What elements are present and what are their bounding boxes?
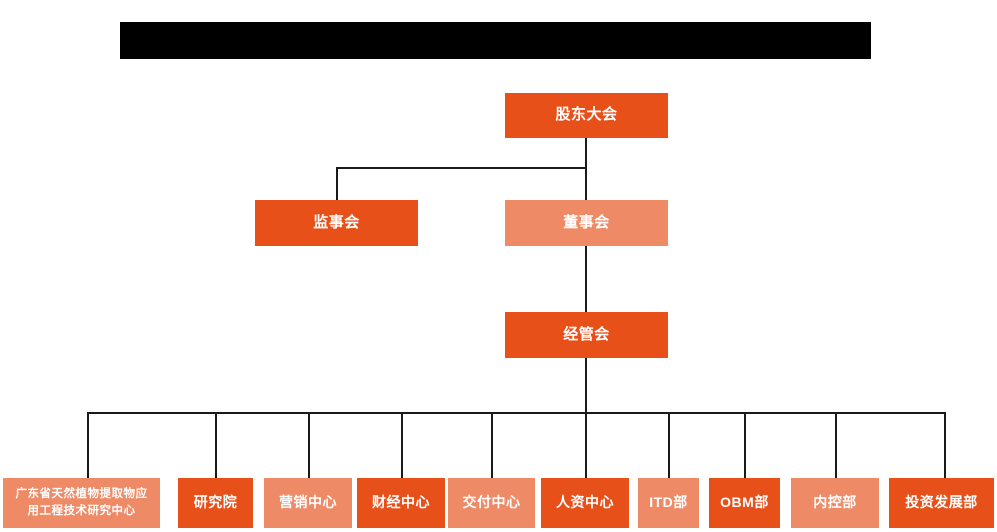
node-shareholders-label: 股东大会 [555, 106, 618, 124]
node-executive-committee[interactable]: 经管会 [505, 312, 668, 358]
connector-drop-delivery [491, 412, 493, 478]
connector-exec-to-bus [585, 358, 587, 413]
node-institute[interactable]: 研究院 [178, 478, 253, 528]
connector-board-to-exec [585, 246, 587, 312]
node-institute-label: 研究院 [193, 494, 238, 511]
node-supervisory-board-label: 监事会 [313, 213, 360, 231]
node-board-of-directors-label: 董事会 [563, 213, 610, 231]
connector-drop-research-center [87, 412, 89, 478]
connector-drop-itd [668, 412, 670, 478]
connector-shareholders-to-board [585, 138, 587, 200]
node-shareholders[interactable]: 股东大会 [505, 93, 668, 138]
connector-drop-hr [585, 412, 587, 478]
connector-shareholders-to-supervisory [336, 167, 338, 200]
node-investment-development-department[interactable]: 投资发展部 [889, 478, 994, 528]
node-obm-department[interactable]: OBM部 [709, 478, 780, 528]
node-delivery-center-label: 交付中心 [462, 494, 521, 511]
node-research-center-label: 广东省天然植物提取物应 用工程技术研究中心 [15, 488, 148, 517]
connector-drop-institute [215, 412, 217, 478]
node-research-center[interactable]: 广东省天然植物提取物应 用工程技术研究中心 [3, 478, 160, 528]
node-executive-committee-label: 经管会 [563, 325, 610, 343]
node-internal-control-department[interactable]: 内控部 [791, 478, 879, 528]
node-investment-development-department-label: 投资发展部 [905, 494, 978, 511]
node-marketing-center[interactable]: 营销中心 [264, 478, 352, 528]
connector-drop-internal-control [835, 412, 837, 478]
node-hr-center-label: 人资中心 [556, 494, 614, 511]
node-board-of-directors[interactable]: 董事会 [505, 200, 668, 246]
node-finance-center-label: 财经中心 [372, 494, 430, 511]
node-supervisory-board[interactable]: 监事会 [255, 200, 418, 246]
connector-drop-obm [744, 412, 746, 478]
node-finance-center[interactable]: 财经中心 [357, 478, 445, 528]
node-hr-center[interactable]: 人资中心 [541, 478, 629, 528]
node-delivery-center[interactable]: 交付中心 [448, 478, 535, 528]
connector-drop-finance [401, 412, 403, 478]
connector-department-bus [87, 412, 945, 414]
node-marketing-center-label: 营销中心 [279, 494, 337, 511]
node-itd-department-label: ITD部 [649, 494, 688, 511]
node-obm-department-label: OBM部 [720, 494, 769, 511]
connector-shareholders-branch-horizontal [336, 167, 587, 169]
redacted-title-banner [120, 22, 871, 59]
node-itd-department[interactable]: ITD部 [638, 478, 699, 528]
node-internal-control-department-label: 内控部 [813, 494, 857, 511]
connector-drop-marketing [308, 412, 310, 478]
connector-drop-investment [944, 412, 946, 478]
